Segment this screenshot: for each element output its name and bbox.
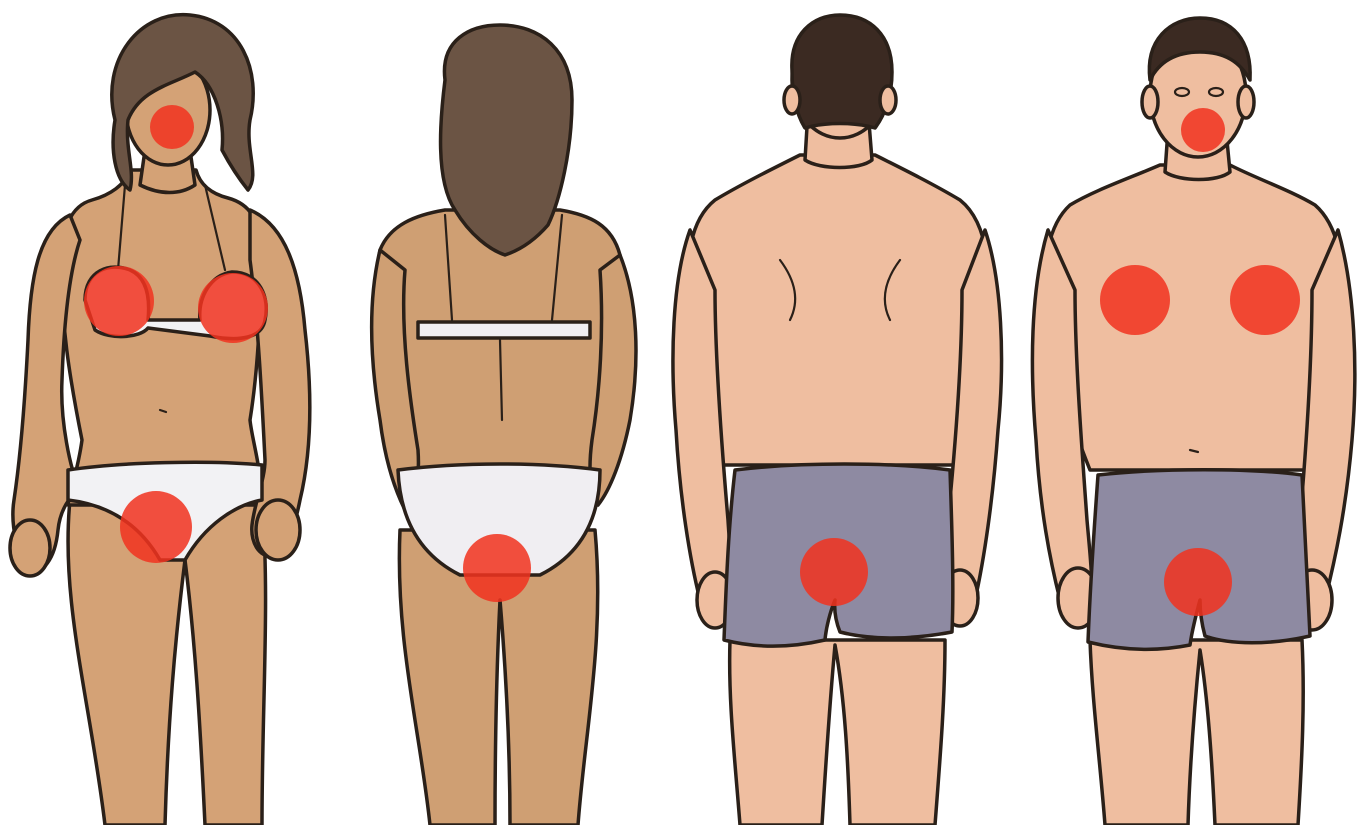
man-back-legs	[730, 640, 945, 825]
man-front-legs	[1090, 640, 1303, 825]
zone-genitals	[120, 491, 192, 563]
figure-woman-front	[10, 15, 310, 825]
zone-right-breast	[198, 273, 268, 343]
woman-back-bra-band	[418, 322, 590, 338]
zone-genitals	[1164, 548, 1232, 616]
figure-woman-back	[372, 25, 636, 825]
figure-man-back	[673, 15, 1002, 825]
man-back-hair	[792, 15, 892, 128]
man-back-torso	[688, 155, 988, 465]
zone-buttocks	[800, 538, 868, 606]
man-front-torso	[1045, 165, 1343, 470]
zone-right-chest	[1230, 265, 1300, 335]
zone-buttocks	[463, 534, 531, 602]
figure-man-front	[1032, 18, 1354, 825]
zone-mouth	[150, 105, 194, 149]
zone-mouth	[1181, 108, 1225, 152]
zone-left-chest	[1100, 265, 1170, 335]
zone-left-breast	[84, 266, 154, 336]
